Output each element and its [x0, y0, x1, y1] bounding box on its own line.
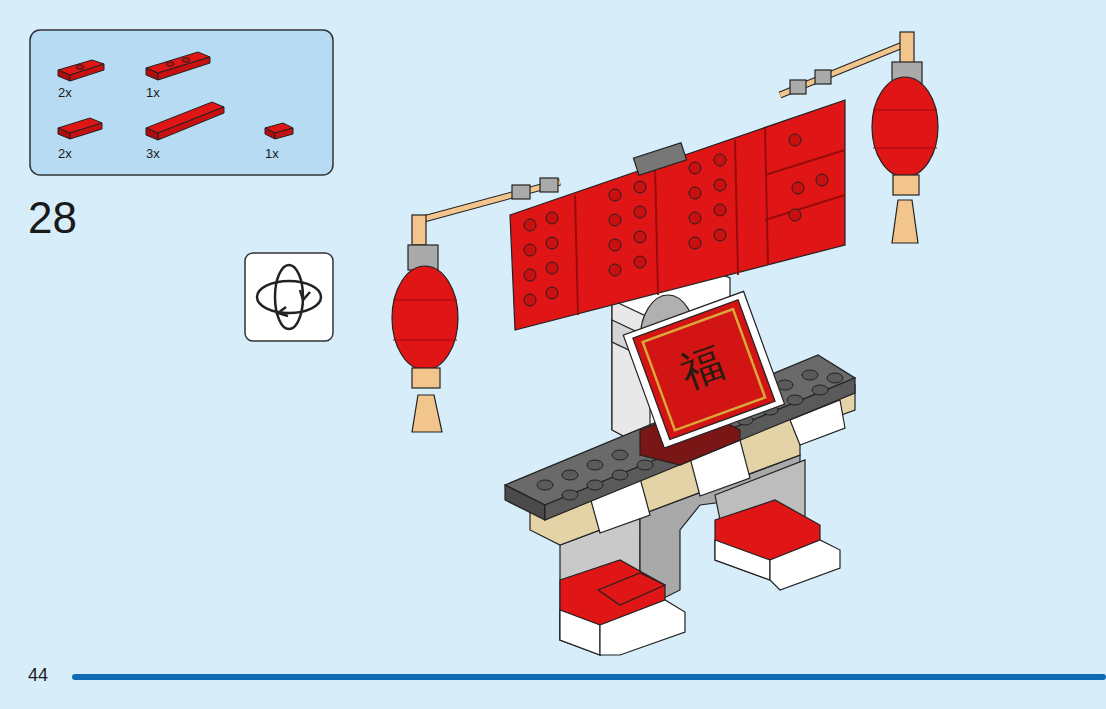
lantern-poles	[412, 32, 914, 245]
part-count: 1x	[265, 147, 279, 160]
model	[505, 262, 855, 655]
rotate-icon	[245, 253, 333, 341]
part-count: 2x	[58, 86, 72, 99]
banner-studs	[524, 134, 828, 306]
banner	[510, 100, 845, 330]
footer-bar	[72, 674, 1106, 680]
lanterns	[392, 62, 938, 432]
part-count: 3x	[146, 147, 160, 160]
rotate-arrows	[257, 265, 321, 329]
step-number: 28	[28, 196, 77, 240]
parts-panel	[30, 30, 333, 175]
printed-tile	[623, 291, 784, 448]
part-count: 2x	[58, 147, 72, 160]
part-count: 1x	[146, 86, 160, 99]
page-number: 44	[28, 666, 48, 684]
parts	[58, 52, 293, 140]
